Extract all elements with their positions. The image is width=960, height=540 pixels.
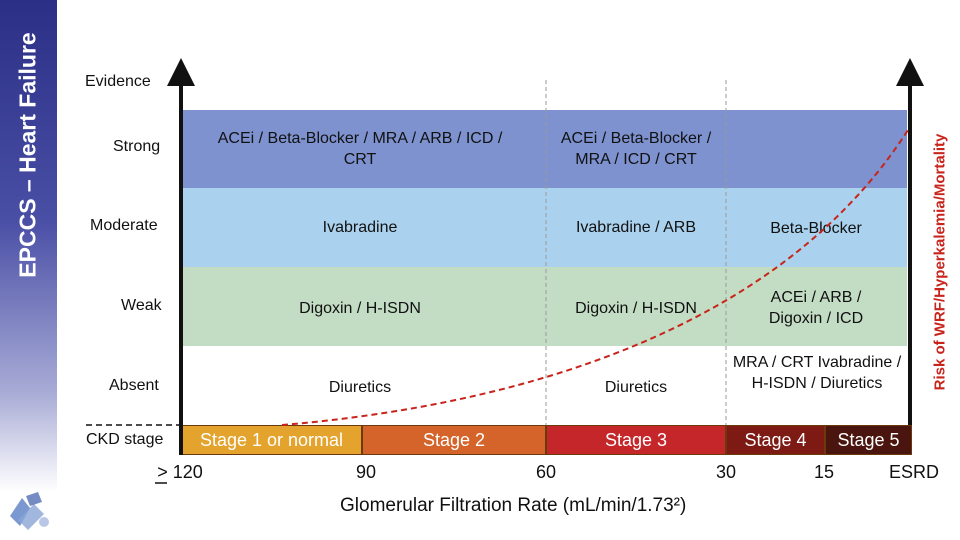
stage-5-segment: Stage 5 (825, 425, 912, 455)
level-label-moderate: Moderate (90, 217, 158, 234)
cell-absent-stage1-2: Diuretics (328, 379, 392, 396)
cell-moderate-stage1-2: Ivabradine (322, 219, 398, 236)
y-axis-title: Evidence (85, 73, 151, 90)
risk-curve (281, 129, 909, 426)
gfr-tick-60: 60 (535, 462, 557, 482)
cell-strong-stage3: ACEi / Beta-Blocker / MRA / ICD / CRT (560, 130, 712, 168)
cell-weak-stage3: Digoxin / H-ISDN (575, 300, 697, 317)
cell-absent-stage4-5: MRA / CRT Ivabradine / H-ISDN / Diuretic… (732, 354, 902, 392)
gfr-tick-120: > 120 (157, 462, 203, 482)
sidebar-band: EPCCS – Heart Failure (0, 0, 57, 492)
gfr-tick-90: 90 (355, 462, 377, 482)
cell-moderate-stage3: Ivabradine / ARB (575, 219, 697, 236)
ckd-stage-label: CKD stage (86, 431, 164, 448)
level-label-strong: Strong (113, 138, 161, 155)
gfr-tick-esrd: ESRD (888, 462, 940, 482)
cell-absent-stage3: Diuretics (604, 379, 668, 396)
stage-3-segment: Stage 3 (546, 425, 726, 455)
gfr-tick-15: 15 (813, 462, 835, 482)
cell-weak-stage4-5: ACEi / ARB / Digoxin / ICD (768, 289, 864, 327)
level-label-weak: Weak (121, 297, 162, 314)
cell-strong-stage1-2: ACEi / Beta-Blocker / MRA / ARB / ICD / … (217, 130, 503, 168)
x-axis-title: Glomerular Filtration Rate (mL/min/1.73²… (340, 495, 687, 516)
band-strong (183, 110, 907, 188)
cell-moderate-stage4-5: Beta-Blocker (770, 220, 862, 237)
band-moderate (183, 188, 907, 267)
band-weak (183, 267, 907, 346)
stage-1-segment: Stage 1 or normal (181, 425, 362, 455)
stage-2-segment: Stage 2 (362, 425, 546, 455)
risk-axis-label: Risk of WRF/Hyperkalemia/Mortality (931, 133, 949, 391)
level-label-absent: Absent (109, 377, 159, 394)
band-absent (183, 346, 907, 425)
university-logo-icon (10, 492, 49, 530)
gfr-tick-30: 30 (715, 462, 737, 482)
stage-4-segment: Stage 4 (726, 425, 825, 455)
cell-weak-stage1-2: Digoxin / H-ISDN (299, 300, 421, 317)
